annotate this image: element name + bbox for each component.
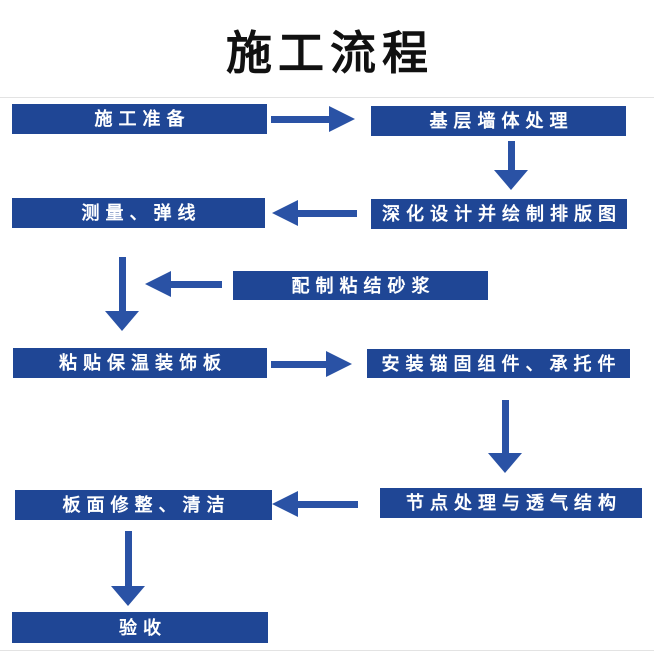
- arrow-shaft: [271, 115, 329, 123]
- arrow-surface-to-acceptance: [111, 531, 145, 606]
- node-construction-preparation: 施工准备: [12, 104, 267, 134]
- page-title: 施工流程: [226, 27, 434, 79]
- arrow-head-right-icon: [326, 351, 352, 377]
- arrow-head-right-icon: [329, 106, 355, 132]
- node-joint-treatment-ventilation: 节点处理与透气结构: [380, 488, 642, 518]
- node-base-wall-treatment: 基层墙体处理: [371, 106, 626, 136]
- arrow-shaft: [298, 500, 358, 508]
- arrow-measure-to-paste: [105, 257, 139, 331]
- arrow-mortar-merge: [145, 271, 222, 297]
- arrow-shaft: [507, 141, 515, 170]
- node-prepare-bonding-mortar: 配制粘结砂浆: [233, 271, 488, 300]
- arrow-head-down-icon: [488, 453, 522, 473]
- arrow-shaft: [271, 360, 326, 368]
- arrow-shaft: [118, 257, 126, 311]
- node-acceptance: 验收: [12, 612, 268, 643]
- arrow-head-down-icon: [111, 586, 145, 606]
- arrow-joint-to-surface: [272, 491, 358, 517]
- arrow-anchor-to-joint: [488, 400, 522, 473]
- node-install-anchor-components: 安装锚固组件、承托件: [367, 349, 630, 378]
- arrow-basewall-to-design: [494, 141, 528, 190]
- arrow-head-left-icon: [272, 200, 298, 226]
- node-detailed-design-layout: 深化设计并绘制排版图: [371, 199, 627, 229]
- divider-bottom: [0, 650, 654, 651]
- arrow-head-left-icon: [145, 271, 171, 297]
- arrow-prep-to-basewall: [271, 106, 355, 132]
- arrow-head-left-icon: [272, 491, 298, 517]
- node-surface-repair-cleaning: 板面修整、清洁: [15, 490, 272, 520]
- node-paste-insulation-board: 粘贴保温装饰板: [13, 348, 267, 378]
- arrow-shaft: [171, 280, 222, 288]
- arrow-head-down-icon: [105, 311, 139, 331]
- arrow-head-down-icon: [494, 170, 528, 190]
- arrow-shaft: [501, 400, 509, 453]
- node-measure-snap-lines: 测量、弹线: [12, 198, 265, 228]
- arrow-design-to-measure: [272, 200, 357, 226]
- arrow-shaft: [298, 209, 357, 217]
- arrow-shaft: [124, 531, 132, 586]
- arrow-paste-to-anchor: [271, 351, 352, 377]
- divider-top: [0, 97, 654, 98]
